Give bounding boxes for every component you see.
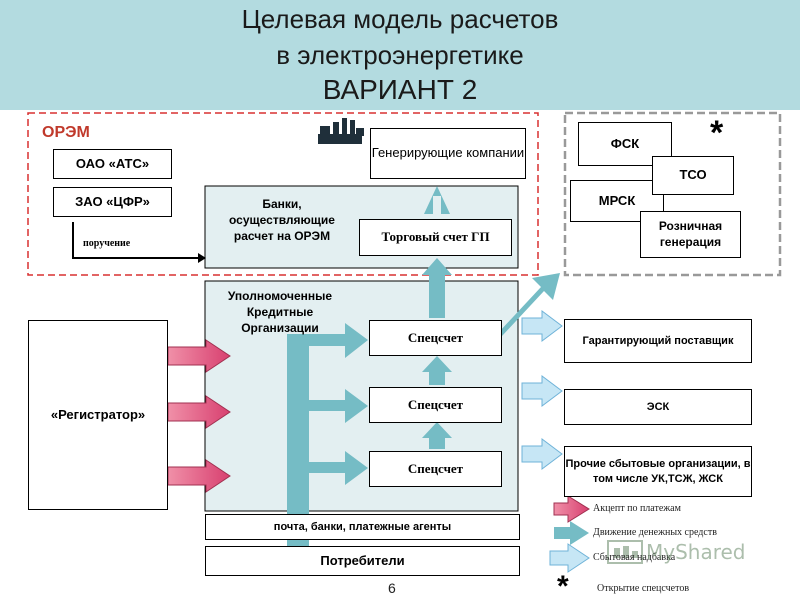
legend-accept-arrow <box>553 495 590 523</box>
arrow-to-generating <box>424 186 450 214</box>
money-flow-arrows <box>287 186 560 550</box>
ats-box: ОАО «АТС» <box>53 149 172 179</box>
e-shaped-money-flow <box>287 323 368 550</box>
title-line-2: в электроэнергетике <box>276 40 524 70</box>
title-line-3: ВАРИАНТ 2 <box>322 74 478 105</box>
instruction-arrow <box>72 222 206 263</box>
retail-generation-box: Розничная генерация <box>640 211 741 258</box>
esk-box: ЭСК <box>564 389 752 425</box>
guaranteeing-supplier-box: Гарантирующий поставщик <box>564 319 752 363</box>
other-sales-orgs-box: Прочие сбытовые организации, в том числе… <box>564 446 752 497</box>
page-number: 6 <box>388 580 396 596</box>
orem-label: ОРЭМ <box>42 124 90 141</box>
retail-area <box>563 111 782 277</box>
legend-acceptance-label: Акцепт по платежам <box>593 503 681 514</box>
banks-label: Банки, осуществляющие расчет на ОРЭМ <box>229 197 335 244</box>
legend-asterisk: * <box>557 570 569 603</box>
generating-companies-box: Генерирующие компании <box>370 128 526 179</box>
instruction-label: поручение <box>83 238 131 249</box>
acceptance-arrows <box>167 339 231 493</box>
cfr-box: ЗАО «ЦФР» <box>53 187 172 217</box>
legend-money-arrow <box>554 521 589 545</box>
retail-asterisk: * <box>710 114 724 152</box>
registrar-box: «Регистратор» <box>28 320 168 510</box>
watermark-text: MyShared <box>646 540 746 564</box>
title-line-1: Целевая модель расчетов <box>241 4 559 34</box>
sales-markup-arrows <box>521 310 563 470</box>
power-plant-icon <box>318 118 364 144</box>
arrow-up-2 <box>422 422 452 449</box>
arrow-up-1 <box>422 356 452 385</box>
legend-sales-arrow <box>549 543 590 573</box>
legend-sales-markup-label: Сбытовая надбавка <box>593 552 676 563</box>
post-banks-agents-box: почта, банки, платежные агенты <box>205 514 520 540</box>
orem-area <box>27 112 539 276</box>
credit-org-label: Уполномоченные Кредитные Организации <box>227 289 333 336</box>
legend-opening-label: Открытие спецсчетов <box>597 583 690 594</box>
special-account-box-2: Спецсчет <box>369 387 502 423</box>
arrow-to-retail <box>490 273 560 336</box>
title-banner: Целевая модель расчетов в электроэнергет… <box>0 0 800 110</box>
special-account-box-1: Спецсчет <box>369 320 502 356</box>
tso-box: ТСО <box>652 156 734 195</box>
arrow-to-trade-account <box>422 258 452 318</box>
watermark-logo <box>607 540 643 564</box>
consumers-box: Потребители <box>205 546 520 576</box>
special-account-box-3: Спецсчет <box>369 451 502 487</box>
legend-money-flow-label: Движение денежных средств <box>593 527 717 538</box>
trade-account-box: Торговый счет ГП <box>359 219 512 256</box>
